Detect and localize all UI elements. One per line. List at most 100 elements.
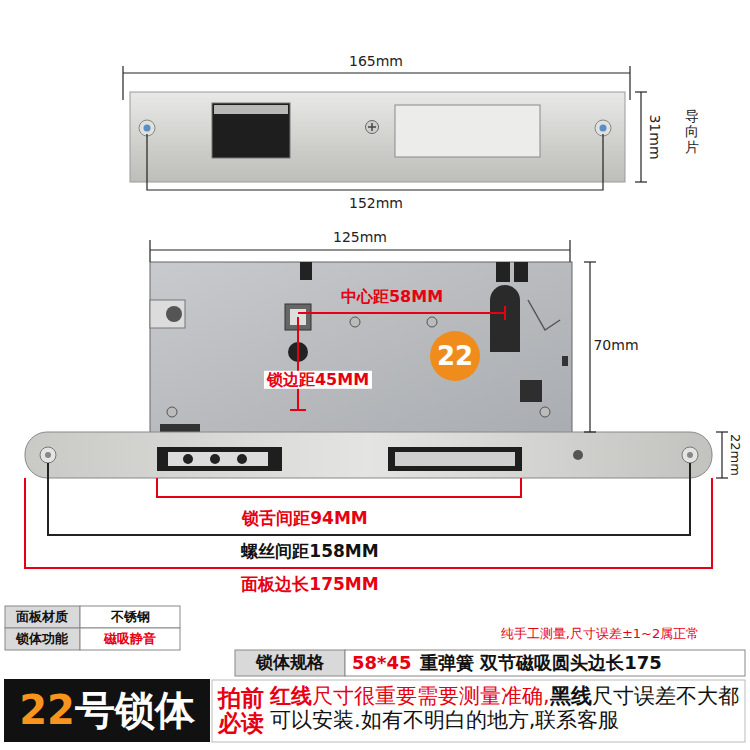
dimension-lines: [150, 249, 570, 250]
red-dimension-lines: [157, 478, 521, 497]
dimension-lines: [635, 181, 647, 182]
guide-plate: [144, 125, 151, 132]
guide-plate: [395, 105, 540, 157]
note-text: 纯手工测量,尺寸误差±1~2属正常: [501, 627, 699, 642]
spec-table: [345, 650, 745, 676]
dimension-lines: [122, 66, 123, 100]
guide-plate: [595, 120, 611, 136]
table-cell: 不锈钢: [111, 610, 150, 625]
spec-table: [80, 606, 180, 628]
red-dimension-lines: [290, 409, 306, 411]
dimension-lines: [584, 261, 596, 262]
lock-body: [496, 262, 510, 282]
spec-table: [80, 628, 180, 650]
dimension-lines: [584, 431, 596, 432]
face-plate: [40, 447, 56, 463]
guide-plate: [214, 105, 288, 114]
guide-plate: [139, 120, 155, 136]
lock-body: [350, 317, 360, 327]
dimension-text: 螺丝间距158MM: [241, 542, 378, 562]
lock-body: [150, 262, 572, 438]
dimension-lines: [640, 92, 641, 182]
dimension-lines: [716, 431, 728, 432]
spec-table: [235, 650, 345, 676]
dimension-lines: [589, 262, 590, 432]
face-plate: [573, 450, 583, 460]
guide-plate: [366, 121, 379, 134]
dimension-text: 165mm: [349, 53, 403, 69]
dimension-lines: [635, 91, 647, 92]
node-text: 22: [19, 687, 75, 733]
title-banner: 22号锁体: [4, 679, 210, 742]
dimension-text: 31mm: [647, 114, 663, 159]
lock-body: [520, 380, 542, 402]
dimension-lines: [569, 240, 570, 262]
table-cell: 锁体规格: [256, 653, 324, 673]
lock-body: [300, 262, 312, 280]
dimension-text: 锁边距45MM: [264, 371, 372, 389]
red-dimension-lines: [297, 317, 299, 410]
table-cell: 锁体功能: [16, 632, 68, 647]
callout-number: 22: [430, 331, 480, 381]
face-plate: [388, 447, 522, 471]
face-plate: [210, 454, 220, 464]
dimension-lines: [123, 72, 630, 73]
note-text: 尺寸很重要需要测量准确,: [312, 684, 550, 708]
dimension-text: 锁舌间距94MM: [242, 509, 368, 529]
lock-body: [528, 300, 560, 330]
lock-body: [514, 262, 528, 282]
guide-plate: [600, 125, 607, 132]
face-plate: [237, 454, 247, 464]
dimension-text: 152mm: [349, 195, 403, 211]
dimension-text: 中心距58MM: [341, 288, 443, 306]
lock-body: [562, 356, 568, 366]
face-plate: [25, 432, 712, 478]
table-cell: 磁吸静音: [104, 632, 156, 647]
face-plate: [168, 452, 268, 466]
note-text: 黑线: [550, 684, 592, 708]
dimension-lines: [147, 134, 603, 190]
face-plate: [183, 454, 193, 464]
dimension-lines: [123, 66, 647, 190]
face-plate: [687, 452, 693, 458]
lock-body: [160, 424, 200, 432]
dimension-text: 70mm: [593, 337, 638, 353]
note-heading: 拍前 必读: [214, 686, 268, 737]
lock-body: [490, 285, 520, 352]
spec-table: [5, 606, 80, 628]
face-plate: [157, 447, 282, 471]
red-dimension-lines: [25, 478, 712, 568]
face-plate: [682, 447, 698, 463]
dimension-lines: [48, 463, 690, 535]
guide-plate: [212, 103, 290, 158]
part-name: 导向片: [685, 109, 699, 155]
lock-body: [427, 317, 437, 327]
lock-body: [167, 407, 177, 417]
face-plate: [395, 452, 515, 466]
guide-plate: [371, 123, 373, 131]
note-paragraph: 红线尺寸很重要需要测量准确,黑线尺寸误差不大都可以安装.如有不明白的地方,联系客…: [270, 685, 740, 732]
lock-body: [150, 300, 185, 328]
dimension-lines: [149, 240, 150, 262]
lock-body: [540, 407, 550, 417]
spec-table: [5, 606, 745, 742]
guide-plate: [130, 92, 625, 182]
red-dimension-lines: [504, 306, 506, 320]
table-cell: 面板材质: [16, 610, 68, 625]
note-text: 红线: [270, 684, 312, 708]
dimension-lines: [48, 240, 728, 535]
node-text: 号锁体: [75, 683, 195, 738]
lock-body: [150, 262, 572, 438]
dimension-lines: [721, 432, 722, 478]
spec-table: [212, 680, 745, 742]
guide-plate: [130, 92, 625, 182]
lock-body: [166, 306, 182, 322]
table-cell: 58*45: [352, 653, 412, 674]
dimension-text: 面板边长175MM: [241, 575, 378, 595]
dimension-text: 22mm: [728, 434, 743, 476]
red-dimension-lines: [25, 306, 712, 568]
face-plate: [45, 452, 51, 458]
dimension-text: 125mm: [333, 229, 387, 245]
dimension-lines: [629, 66, 630, 100]
